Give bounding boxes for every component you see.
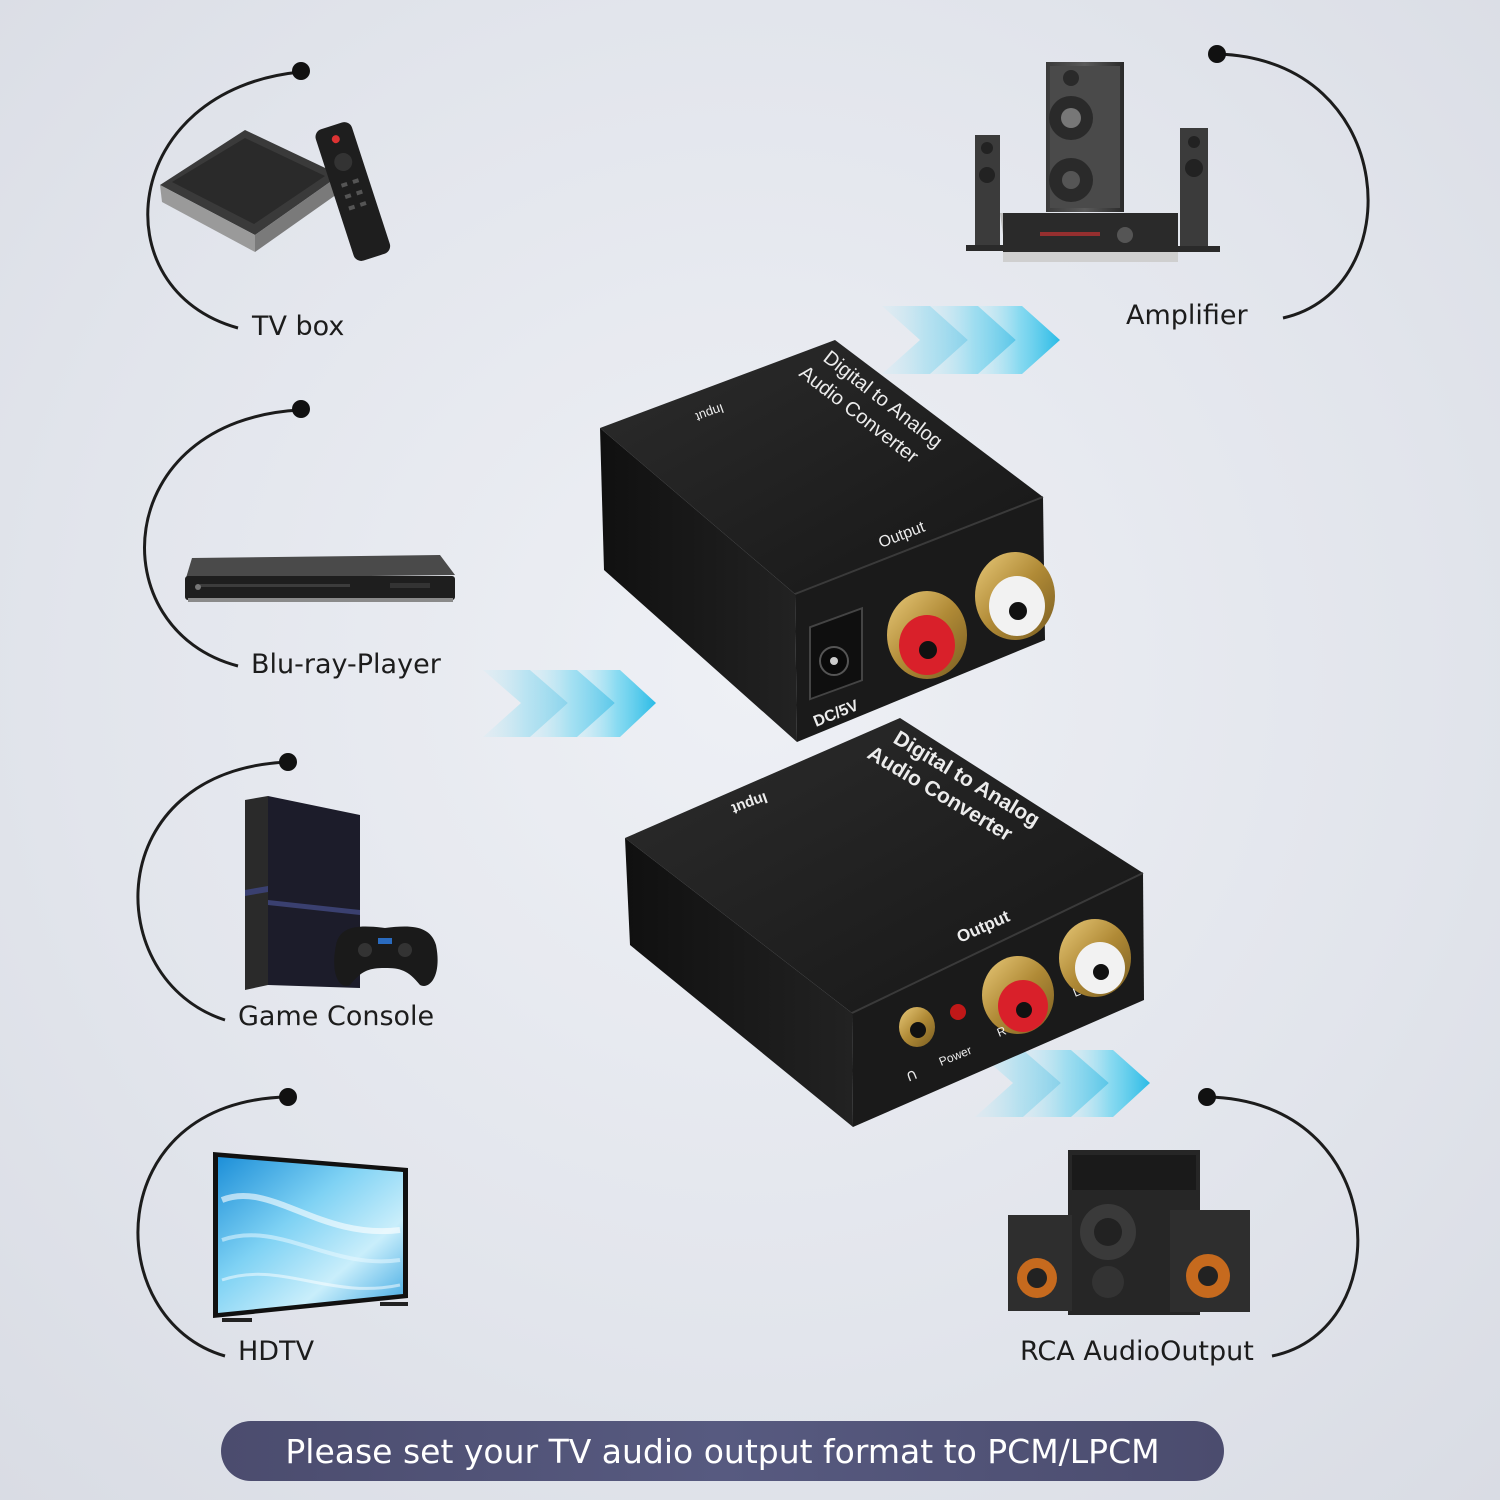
amplifier-label: Amplifier	[1126, 300, 1248, 331]
connector-dots	[279, 45, 1226, 1106]
tv-box-label: TV box	[252, 311, 345, 342]
blu-ray-dot	[292, 400, 310, 418]
game-console-dot	[279, 753, 297, 771]
rca-white-jack-bottom	[1059, 919, 1131, 997]
rca-red-jack-bottom	[982, 956, 1054, 1034]
game-console-curve	[136, 760, 289, 1022]
hdtv-label: HDTV	[238, 1336, 315, 1367]
blu-ray-curve	[143, 408, 301, 668]
rca-white-jack-top	[975, 552, 1055, 640]
pcm-note-banner: Please set your TV audio output format t…	[221, 1421, 1224, 1481]
flow-arrow-top-right	[882, 306, 1060, 374]
converter-bottom: ∩	[625, 718, 1144, 1127]
hdtv-image	[213, 1152, 408, 1322]
game-console-label: Game Console	[238, 1001, 435, 1032]
hdtv-curve	[136, 1095, 289, 1358]
hdtv-dot	[279, 1088, 297, 1106]
rca-red-jack-top	[887, 591, 967, 679]
flow-arrow-bottom-right	[975, 1050, 1150, 1117]
amplifier-image	[966, 62, 1220, 262]
blu-ray-image	[185, 555, 455, 602]
tv-box-curve	[146, 70, 301, 330]
tv-box-image	[160, 122, 391, 261]
headphone-jack	[899, 1007, 935, 1047]
rca-output-label: RCA AudioOutput	[1020, 1336, 1254, 1367]
amplifier-curve	[1217, 52, 1370, 320]
connector-curves	[136, 52, 1370, 1358]
dc-power-jack	[809, 606, 863, 701]
amplifier-dot	[1208, 45, 1226, 63]
pcm-note-text: Please set your TV audio output format t…	[285, 1431, 1160, 1471]
converter-top	[600, 340, 1055, 742]
converter-bottom-l-label: L	[1071, 984, 1083, 1000]
tv-box-dot	[292, 62, 310, 80]
rca-output-dot	[1198, 1088, 1216, 1106]
power-led	[950, 1004, 966, 1020]
blu-ray-label: Blu-ray-Player	[251, 649, 441, 680]
rca-output-image	[1008, 1150, 1250, 1315]
game-console-image	[245, 796, 438, 990]
rca-output-curve	[1206, 1095, 1360, 1358]
flow-arrow-left	[483, 670, 656, 737]
remote-control	[315, 122, 391, 261]
